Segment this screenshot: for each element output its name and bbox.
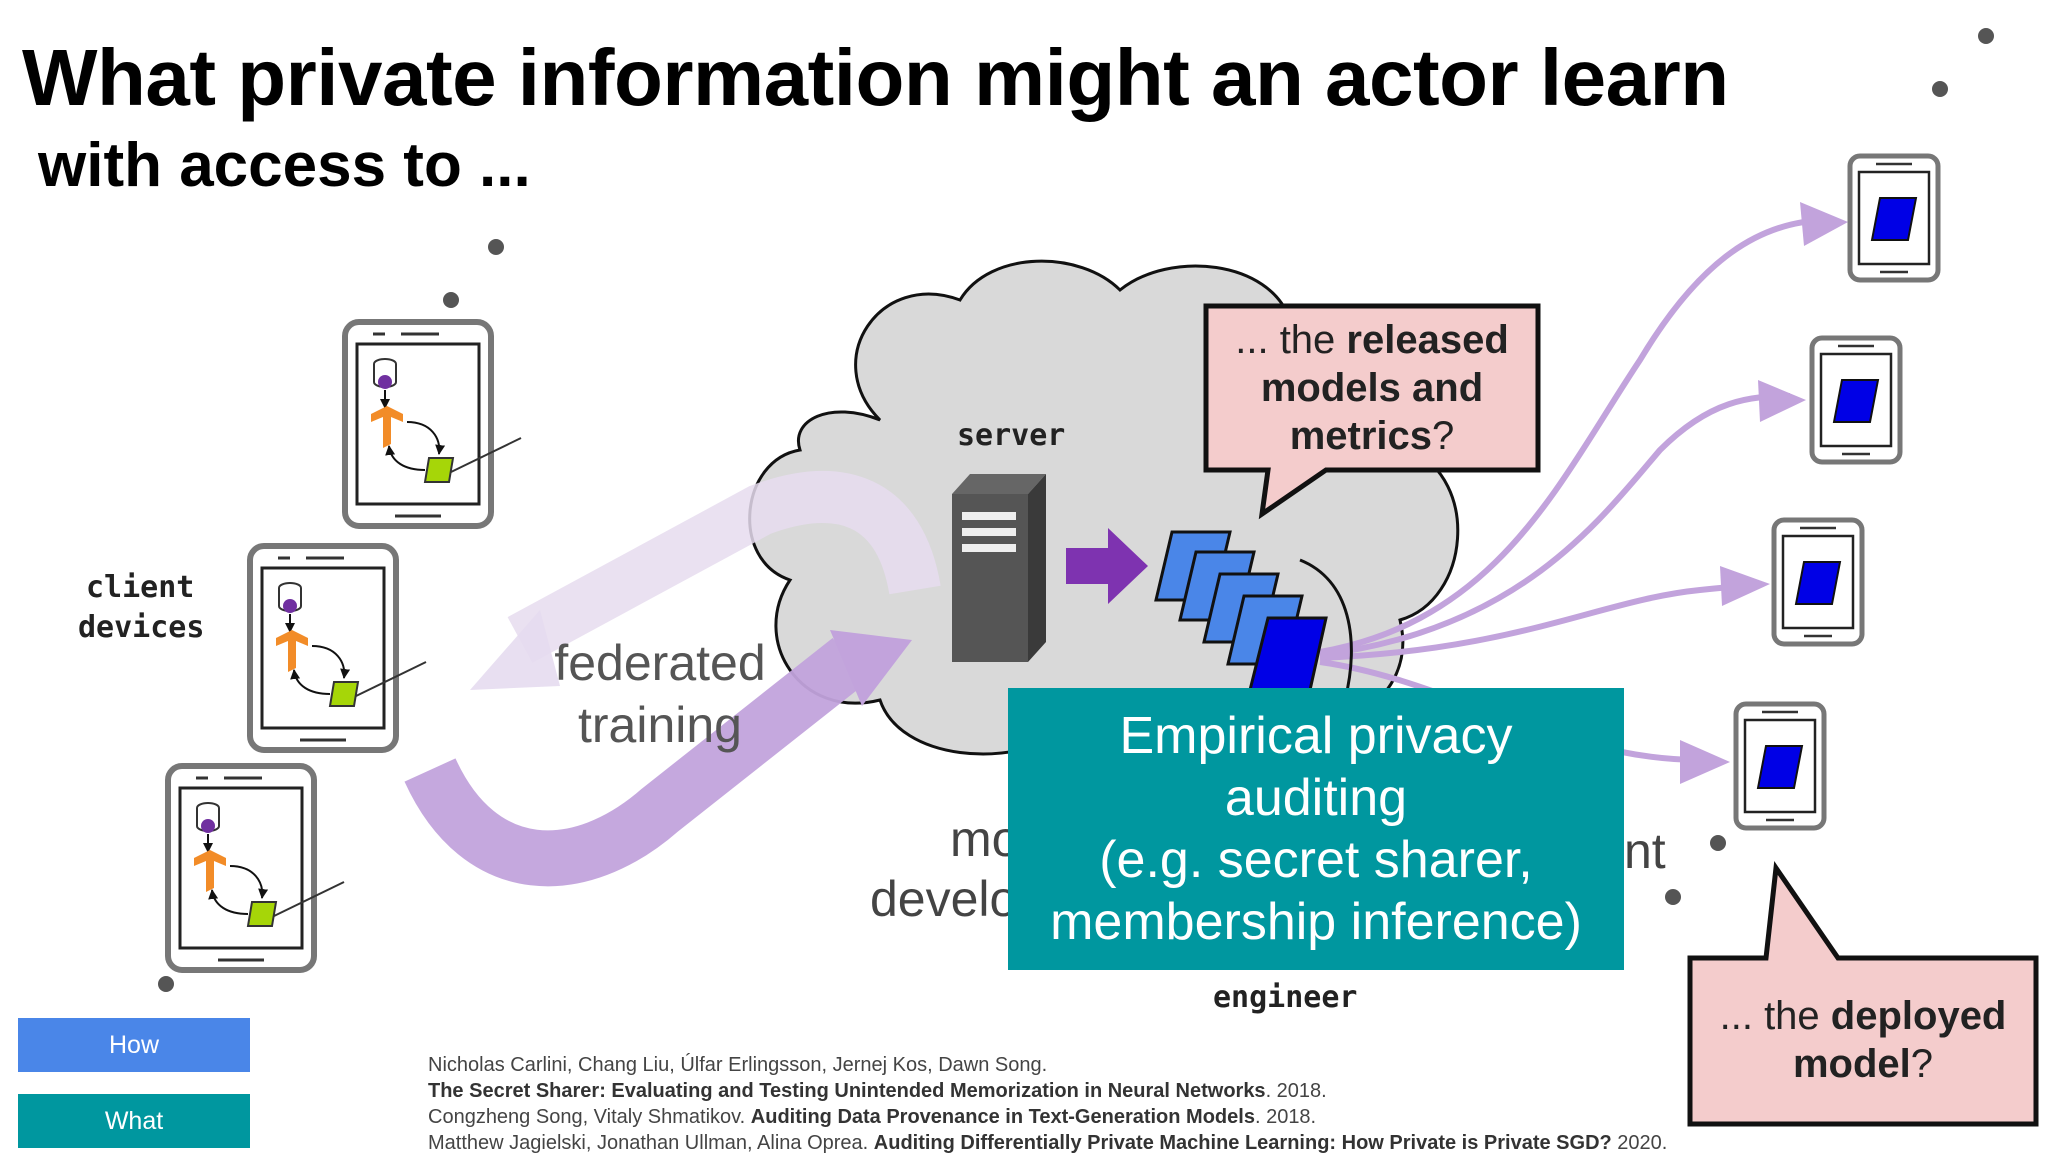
- deployed-callout-text: ... the deployed model?: [1690, 992, 2036, 1088]
- server-to-model-arrow: [1066, 528, 1148, 604]
- federated-word: federated: [554, 635, 766, 691]
- device-phone-2: [1812, 338, 1900, 462]
- server-icon: [952, 474, 1046, 662]
- deployed-line2-bold: model: [1792, 1042, 1911, 1086]
- citation-2: Congzheng Song, Vitaly Shmatikov. Auditi…: [428, 1106, 1317, 1128]
- deployed-prefix: ... the: [1719, 994, 1831, 1038]
- released-callout-text: ... the released models and metrics?: [1206, 316, 1538, 460]
- citation-1-authors: Nicholas Carlini, Chang Liu, Úlfar Erlin…: [428, 1054, 1048, 1076]
- client-devices-label-line1: client: [86, 570, 195, 605]
- citation-3: Matthew Jagielski, Jonathan Ullman, Alin…: [428, 1132, 1668, 1154]
- deployed-line2-suffix: ?: [1910, 1042, 1934, 1086]
- released-line3-suffix: ?: [1432, 414, 1455, 458]
- device-phone-3: [1774, 520, 1862, 644]
- what-button[interactable]: What: [18, 1094, 250, 1148]
- training-word: training: [578, 697, 742, 753]
- federated-label: federated training: [540, 632, 780, 756]
- released-line2: models and: [1260, 366, 1484, 410]
- client-devices-label-line2: devices: [78, 610, 205, 645]
- page-title: What private information might an actor …: [22, 33, 1729, 122]
- how-button[interactable]: How: [18, 1018, 250, 1072]
- released-callout-bubble: [1203, 303, 1541, 520]
- released-line3-bold: metrics: [1289, 414, 1433, 458]
- client-phone-2: [250, 546, 426, 750]
- deployed-bold: deployed: [1830, 994, 2007, 1038]
- device-phone-1: [1850, 156, 1938, 280]
- server-label: server: [957, 418, 1066, 453]
- citations: Nicholas Carlini, Chang Liu, Úlfar Erlin…: [428, 1052, 1667, 1156]
- client-phone-3: [168, 766, 344, 970]
- engineer-label: engineer: [1213, 980, 1358, 1015]
- deployed-callout-bubble: [1687, 861, 2039, 1127]
- distribution-arrowheads: [1680, 202, 1848, 784]
- overlay-line2: auditing: [1224, 769, 1408, 827]
- model-icon: [1154, 530, 1328, 692]
- device-phone-4: [1736, 704, 1824, 828]
- federated-arrow-back: [507, 471, 941, 663]
- client-phone-1: [345, 322, 521, 526]
- citation-1-title: The Secret Sharer: Evaluating and Testin…: [428, 1080, 1327, 1102]
- model-dev-label-partial-1: mo: [950, 811, 1020, 867]
- federated-arrow-up: [404, 638, 868, 887]
- overlay-line1: Empirical privacy: [1119, 707, 1513, 765]
- overlay-line4: membership inference): [1050, 893, 1582, 951]
- released-prefix: ... the: [1235, 318, 1347, 362]
- model-dev-label-partial-2: develo: [870, 871, 1018, 927]
- empirical-auditing-overlay: Empirical privacy auditing (e.g. secret …: [1008, 688, 1624, 970]
- page-subtitle: with access to ...: [38, 131, 531, 200]
- released-bold: released: [1346, 318, 1509, 362]
- overlay-line3: (e.g. secret sharer,: [1099, 831, 1533, 889]
- decorative-dots: [158, 28, 1994, 992]
- deployment-label-partial: nt: [1624, 823, 1666, 879]
